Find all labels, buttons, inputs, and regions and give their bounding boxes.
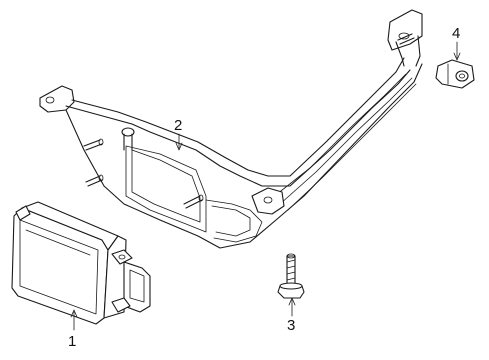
bolt-part-3 bbox=[277, 253, 305, 299]
stud-center bbox=[183, 194, 204, 209]
stud-upper-left bbox=[83, 138, 104, 151]
stud-bracket-top-right bbox=[397, 33, 415, 45]
callout-4: 4 bbox=[452, 25, 460, 42]
bracket-part-2 bbox=[39, 9, 423, 249]
sensor-module-part-1 bbox=[11, 201, 151, 325]
clip-part-4 bbox=[435, 59, 475, 89]
callout-1: 1 bbox=[68, 333, 76, 350]
stud-lower-left bbox=[85, 174, 104, 187]
callout-2: 2 bbox=[174, 117, 182, 134]
leader-lines bbox=[70, 41, 461, 331]
stud-top bbox=[121, 127, 135, 151]
callout-3: 3 bbox=[287, 317, 295, 334]
